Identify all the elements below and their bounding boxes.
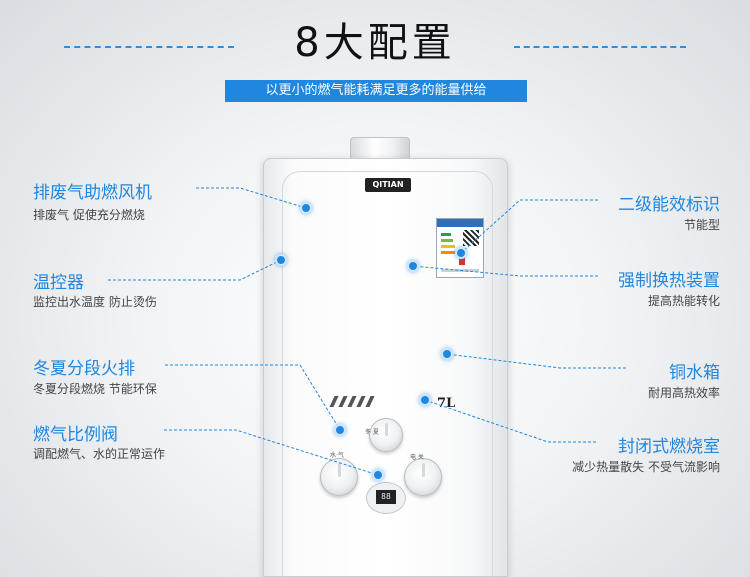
efficiency-bar xyxy=(441,233,451,236)
feature-desc: 冬夏分段燃烧 节能环保 xyxy=(33,382,157,396)
efficiency-bar xyxy=(441,239,453,242)
feature-desc: 减少热量散失 不受气流影响 xyxy=(572,460,720,474)
feature-title: 封闭式燃烧室 xyxy=(618,437,720,457)
callout-dot-thermostat[interactable] xyxy=(275,254,287,266)
knob-left-label: 水·气 xyxy=(330,452,344,459)
temperature-knob[interactable] xyxy=(404,458,442,496)
label-header xyxy=(437,219,483,227)
feature-title: 二级能效标识 xyxy=(618,195,720,215)
label-footer-line xyxy=(441,269,479,272)
feature-desc: 提高热能转化 xyxy=(647,294,720,308)
callout-dot-efficiency[interactable] xyxy=(455,247,467,259)
subtitle-banner: 以更小的燃气能耗满足更多的能量供给 xyxy=(225,80,527,102)
feature-desc: 调配燃气、水的正常运作 xyxy=(33,447,166,461)
feature-desc: 排废气 促使充分燃烧 xyxy=(33,208,145,222)
temperature-display: 88 xyxy=(376,490,396,504)
qr-code-icon xyxy=(463,230,479,246)
knob-right-label: 电 关 xyxy=(410,454,424,461)
callout-dot-burner[interactable] xyxy=(334,424,346,436)
feature-desc: 节能型 xyxy=(683,218,720,232)
title-divider-right xyxy=(514,46,686,48)
feature-title: 排废气助燃风机 xyxy=(33,183,152,203)
callout-line xyxy=(108,259,282,281)
callout-dot-gas-valve[interactable] xyxy=(372,469,384,481)
title-divider-left xyxy=(64,46,234,48)
water-gas-knob[interactable] xyxy=(320,458,358,496)
knob-top-label: 冬 夏 xyxy=(365,429,379,436)
callout-dot-copper-tank[interactable] xyxy=(441,348,453,360)
callout-dot-heat-exchange[interactable] xyxy=(407,260,419,272)
feature-desc: 耐用高热效率 xyxy=(647,386,720,400)
callout-dot-fan[interactable] xyxy=(300,202,312,214)
page-title: 8大配置 xyxy=(294,20,456,66)
efficiency-bar xyxy=(441,251,457,254)
feature-title: 强制换热装置 xyxy=(618,271,720,291)
feature-title: 铜水箱 xyxy=(669,363,720,383)
feature-desc: 监控出水温度 防止烫伤 xyxy=(33,295,157,309)
feature-title: 冬夏分段火排 xyxy=(33,359,135,379)
efficiency-bar xyxy=(441,245,455,248)
feature-title: 温控器 xyxy=(33,273,84,293)
callout-dot-combustion-chamber[interactable] xyxy=(419,394,431,406)
brand-logo: QITIAN xyxy=(365,178,411,192)
feature-title: 燃气比例阀 xyxy=(33,425,118,445)
capacity-label: 7L xyxy=(437,396,456,411)
